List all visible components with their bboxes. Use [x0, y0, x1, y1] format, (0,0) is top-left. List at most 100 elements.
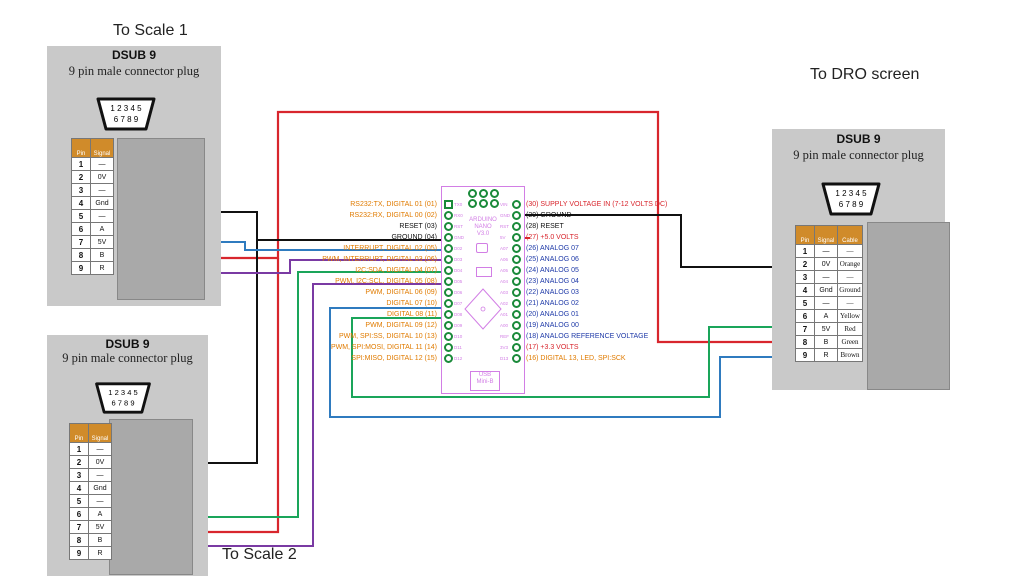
pin-icon: [444, 233, 453, 242]
svg-text:1 2 3 4 5: 1 2 3 4 5: [108, 388, 137, 397]
icsp-pin-icon: [490, 189, 499, 198]
pin-icon: [512, 288, 521, 297]
table-row: 3—: [71, 183, 114, 197]
pin-icon: [512, 222, 521, 231]
connector-subtitle: 9 pin male connector plug: [793, 148, 924, 162]
pin-label: RS232:RX, DIGITAL 00 (02): [349, 212, 437, 219]
pin-code: D06: [454, 290, 463, 295]
pin-icon: [444, 332, 453, 341]
pin-label: INTERRUPT, DIGITAL 02 (05): [343, 245, 437, 252]
pin-label: DIGITAL 08 (11): [386, 311, 437, 318]
pin-code: RST: [500, 224, 509, 229]
connector-scale-2: DSUB 9 9 pin male connector plug 1 2 3 4…: [47, 335, 208, 576]
pin-label: (26) ANALOG 07: [526, 245, 579, 252]
pin-code: D10: [454, 334, 463, 339]
pin-label: RESET (03): [399, 223, 437, 230]
wire-5v-scale1: [110, 110, 795, 344]
connector-scale-1: DSUB 9 9 pin male connector plug 1 2 3 4…: [47, 46, 221, 306]
pin-icon: [444, 222, 453, 231]
pin-code: A02: [500, 301, 509, 306]
pin-icon: [444, 343, 453, 352]
pin-label: (28) RESET: [526, 223, 564, 230]
reset-button[interactable]: [476, 243, 488, 253]
dsub9-plug-icon: 1 2 3 4 5 6 7 8 9: [96, 97, 156, 131]
pin-code: A05: [500, 268, 509, 273]
pin-code: A06: [500, 257, 509, 262]
wire-a-dro: [351, 317, 795, 398]
pin-label: (25) ANALOG 06: [526, 256, 579, 263]
icsp-pin-icon: [479, 199, 488, 208]
pin-code: D09: [454, 323, 463, 328]
cable-block: [109, 419, 193, 575]
pin-code: D05: [454, 279, 463, 284]
pin-icon: [512, 299, 521, 308]
connector-title: DSUB 9: [111, 48, 156, 62]
pin-icon: [444, 321, 453, 330]
pin-icon: [512, 266, 521, 275]
wire-b-dro: [329, 307, 795, 418]
pin-label: (30) SUPPLY VOLTAGE IN (7-12 VOLTS DC): [526, 201, 668, 208]
pin-icon: [512, 343, 521, 352]
pin-code: GND: [454, 235, 464, 240]
pin-code: A03: [500, 290, 509, 295]
svg-text:1 2 3 4 5: 1 2 3 4 5: [110, 104, 142, 113]
pin-label: RS232:TX, DIGITAL 01 (01): [350, 201, 437, 208]
pin-code: D12: [454, 356, 463, 361]
pin-icon: [512, 332, 521, 341]
pin-icon: [444, 244, 453, 253]
connector-subtitle: 9 pin male connector plug: [62, 351, 193, 365]
pin-icon: [512, 200, 521, 209]
pin-label: PWM, SPI:SS, DIGITAL 10 (13): [338, 333, 437, 340]
pin-code: 5V: [500, 235, 506, 240]
pin-icon: [444, 211, 453, 220]
cable-block: [117, 138, 205, 300]
table-row: 3——: [795, 270, 863, 284]
pin-label: (22) ANALOG 03: [526, 289, 579, 296]
pin-code: D04: [454, 268, 463, 273]
pin-code: D02: [454, 246, 463, 251]
pin-label: SPI:MISO, DIGITAL 12 (15): [351, 355, 437, 362]
pin-label: PWM, DIGITAL 06 (09): [365, 289, 437, 296]
table-row: 1—: [71, 157, 114, 171]
connector-subtitle: 9 pin male connector plug: [68, 64, 200, 78]
pin-label: PWM, DIGITAL 09 (12): [365, 322, 437, 329]
usb-port[interactable]: USB Mini-B: [470, 371, 500, 391]
table-row: 1—: [69, 442, 112, 456]
pin-code: A07: [500, 246, 509, 251]
icsp-pin-icon: [479, 189, 488, 198]
table-row: 5—: [69, 494, 112, 508]
pin-label: I2C:SDA, DIGITAL 04 (07): [355, 267, 437, 274]
table-row: 5——: [795, 296, 863, 310]
pin-label: GROUND (04): [391, 234, 437, 241]
pin-icon: [444, 255, 453, 264]
crystal-icon: [476, 267, 492, 277]
pin-icon: [444, 288, 453, 297]
table-row: 3—: [69, 468, 112, 482]
dsub9-plug-icon: 1 2 3 4 5 6 7 8 9: [95, 382, 151, 414]
pin-code: 3V3: [500, 345, 509, 350]
pin-icon: [512, 244, 521, 253]
pin-code: GND: [500, 213, 510, 218]
arduino-nano-board: ARDUINO NANO V3.0 USB Mini-B TX0 RX0 RST…: [441, 186, 525, 394]
connector-title: DSUB 9: [105, 337, 150, 351]
pin-code: D11: [454, 345, 462, 350]
pin-icon: [444, 266, 453, 275]
svg-text:1 2 3 4 5: 1 2 3 4 5: [835, 189, 867, 198]
pin-label: DIGITAL 07 (10): [386, 300, 437, 307]
pin-label: PWM, INTERRUPT, DIGITAL 03 (06): [322, 256, 437, 263]
pin-icon: [444, 354, 453, 363]
board-name: ARDUINO NANO V3.0: [469, 217, 497, 237]
connector-title: DSUB 9: [836, 132, 881, 146]
